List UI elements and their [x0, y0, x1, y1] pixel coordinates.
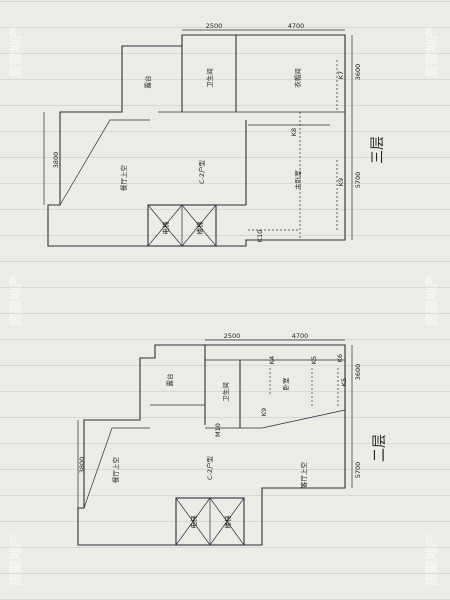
top-dim-3600: 3600	[354, 64, 362, 81]
bottom-dim-2500: 2500	[224, 332, 241, 340]
top-mark-k9: K9	[337, 178, 345, 186]
bottom-unit-type-label: C-2户型	[205, 455, 214, 480]
bottom-outer-wall	[77, 344, 346, 546]
top-outer-wall	[47, 34, 346, 247]
watermark-top-left: 房聚地产	[8, 26, 24, 78]
bottom-mark-k9: K9	[260, 408, 268, 416]
top-dining-void-label: 餐厅上空	[119, 165, 128, 192]
bottom-dim-3600: 3600	[354, 364, 362, 381]
watermark-bottom-right: 房聚地产	[424, 534, 440, 586]
bottom-living-void-label: 客厅上空	[299, 462, 308, 489]
top-balcony-label: 露台	[143, 76, 152, 89]
top-dim-2500: 2500	[206, 22, 223, 30]
bottom-stair-x2	[209, 497, 245, 546]
bottom-stairs-label: 楼梯	[223, 515, 232, 529]
top-floor-label: 三层	[370, 136, 386, 164]
bottom-mark-k5: K5	[310, 356, 318, 364]
top-dining-void-edge	[59, 119, 150, 206]
top-closet-label: 衣帽间	[293, 68, 302, 88]
top-dim-4700: 4700	[288, 22, 305, 30]
bottom-bedroom-label: 卧室	[281, 377, 290, 391]
bottom-elev-x2	[175, 497, 211, 546]
top-stair-x2	[181, 204, 217, 247]
bottom-bathroom-label: 卫生间	[221, 382, 230, 402]
bottom-dim-4700: 4700	[292, 332, 309, 340]
bottom-elevator-label: 电梯	[189, 515, 198, 529]
top-bathroom-label: 卫生间	[205, 68, 214, 88]
watermark-mid-right: 房聚地产	[424, 274, 440, 326]
watermark-top-right: 房聚地产	[424, 26, 440, 78]
top-elevator-label: 电梯	[161, 221, 170, 235]
top-mark-k10: K10	[256, 230, 264, 243]
bottom-floor-plan: 露台 卫生间 卧室 餐厅上空 C-2户型 客厅上空 电梯 楼梯 2500 470…	[77, 332, 388, 546]
top-dim-5700: 5700	[354, 172, 362, 189]
watermark-bottom-left: 房聚地产	[8, 534, 24, 586]
bottom-dining-void-label: 餐厅上空	[111, 457, 120, 484]
bottom-mark-m10: M10	[214, 423, 222, 437]
bottom-balcony-label: 露台	[165, 374, 174, 387]
top-unit-type-label: C-2户型	[197, 159, 206, 184]
top-floor-plan: 露台 卫生间 衣帽间 餐厅上空 C-2户型 主卧室 电梯 楼梯 2500 470…	[43, 22, 386, 247]
bottom-mark-k5b: K5	[340, 378, 348, 386]
top-mark-k8: K8	[290, 128, 298, 136]
bottom-dim-3800: 3800	[78, 457, 86, 474]
top-elev-x2	[147, 204, 183, 247]
top-stairs-label: 楼梯	[195, 221, 204, 235]
bottom-mark-k6: K6	[336, 354, 344, 362]
watermark-mid-left: 房聚地产	[8, 274, 24, 326]
top-master-bedroom-label: 主卧室	[293, 170, 302, 190]
bottom-living-void-edge	[261, 409, 346, 429]
top-dim-3800: 3800	[52, 152, 60, 169]
top-mark-k7: K7	[337, 71, 345, 79]
bottom-floor-label: 二层	[372, 434, 388, 462]
bottom-mark-k4: K4	[268, 356, 276, 364]
bottom-dim-5700: 5700	[354, 462, 362, 479]
bottom-dining-void-edge	[83, 427, 150, 509]
